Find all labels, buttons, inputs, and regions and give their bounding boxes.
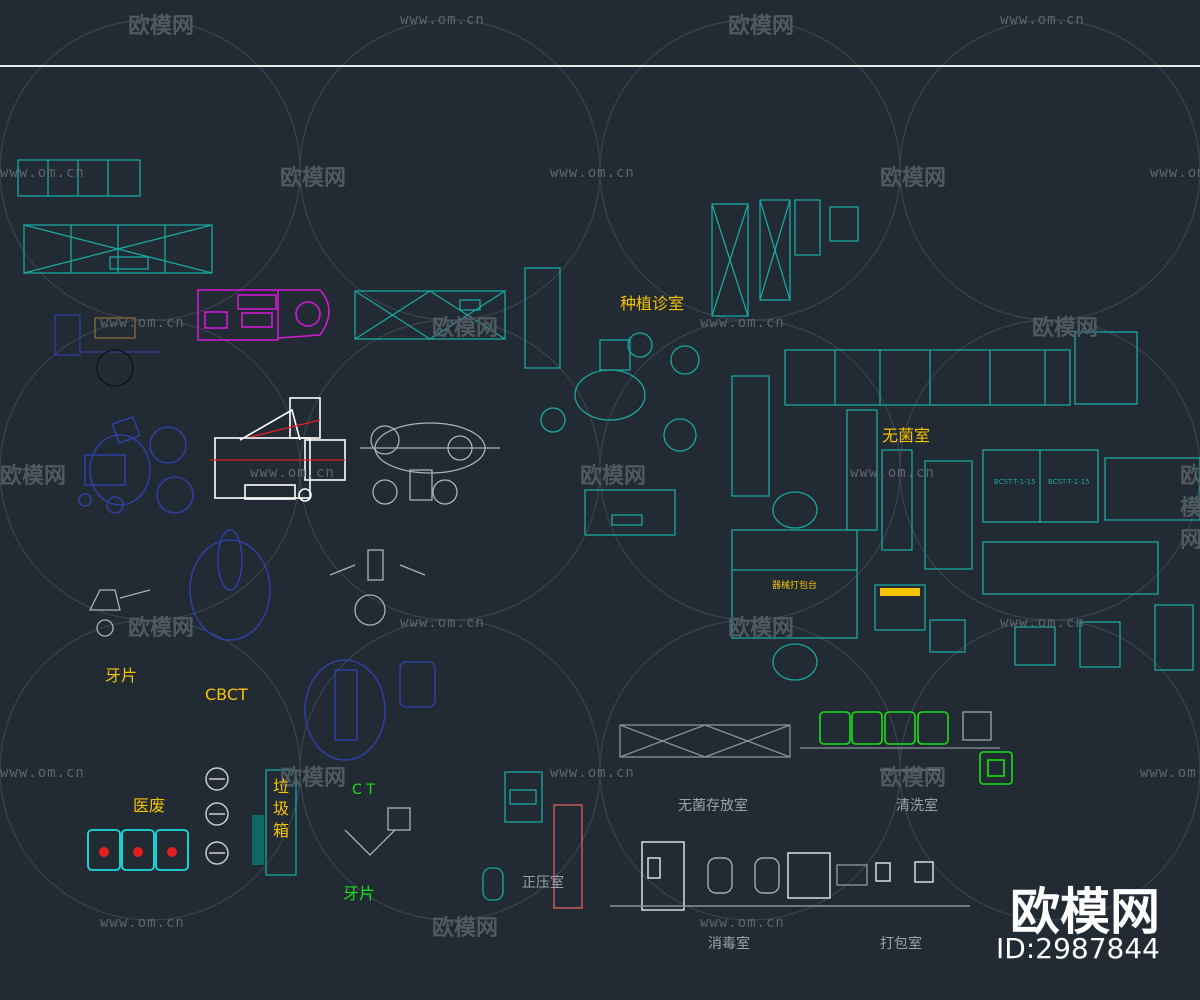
watermark-url: www.om.cn [850,465,935,481]
label-xray-left: 牙片 [105,666,138,685]
watermark-logo: 欧模网 [880,766,947,791]
biohazard-marks [99,847,177,857]
watermark-url: www.om.cn [700,315,785,331]
label-cbct: CBCT [205,685,248,704]
watermark-logo: 欧模网 [728,616,795,641]
label-disinfection-room: 消毒室 [708,936,750,952]
red-axis-line-2 [249,419,321,438]
label-packing-room: 打包室 [880,936,922,952]
garbage-char: 垃 [272,777,289,796]
stool-black [94,317,136,387]
garbage-bin-box [265,769,297,876]
magenta-equipment [197,289,330,341]
watermark-logo: 欧模网 [1180,464,1200,553]
watermark-url: www.om.cn [1140,765,1200,781]
cbct-machine [189,529,436,761]
watermark-url: www.om.cn [1150,165,1200,181]
label-garbage-bin: 垃 圾 箱 [272,776,290,842]
watermark-logo: 欧模网 [880,166,947,191]
brand-name: 欧模网 [1010,883,1160,941]
sterile-room-cabinets [711,199,1200,681]
sterile-storage-rack [619,724,1000,771]
dental-chair-gray [360,422,500,505]
yellow-panel [880,588,920,596]
watermark-url: www.om.cn [400,12,485,28]
garbage-char: 圾 [272,799,289,818]
label-positive-pressure: 正压室 [522,875,564,891]
watermark-logo: 欧模网 [728,14,795,39]
watermark-url: www.om.cn [550,765,635,781]
watermark-logo: 欧模网 [1032,316,1099,341]
watermark-url: www.om.cn [550,165,635,181]
label-cabinet-code-a: BCST-T-1-15 [994,478,1036,486]
watermark-url: www.om.cn [400,615,485,631]
round-waste-bins [205,767,229,865]
label-sterile-room: 无菌室 [882,426,931,445]
label-sterile-storage: 无菌存放室 [678,798,748,814]
disinfection-equipment [610,841,970,911]
watermark-url: www.om.cn [1000,12,1085,28]
label-ct: C T [352,782,375,798]
watermark-logo: 欧模网 [128,14,195,39]
label-cabinet-code-b: BCST-T-1-15 [1048,478,1090,486]
green-sink-units [819,711,1013,785]
watermark-url: www.om.cn [1000,615,1085,631]
positive-pressure-units [482,771,543,901]
medical-waste-bins [87,829,189,871]
watermark-logo: 欧模网 [280,166,347,191]
dental-chair-blue [78,415,194,514]
label-medical-waste: 医废 [133,796,166,815]
long-cabinet-top [354,290,506,340]
watermark-logo: 欧模网 [432,316,499,341]
label-dry-bar: 器械打包台 [772,581,818,591]
garbage-bin-fill [252,815,264,865]
watermark-logo: 欧模网 [128,616,195,641]
watermark-url: www.om.cn [0,765,85,781]
watermark-logo: 欧模网 [432,916,499,941]
watermark-logo: 欧模网 [580,464,647,489]
watermark-url: www.om.cn [100,315,185,331]
label-xray-bottom: 牙片 [343,884,376,903]
garbage-char: 箱 [272,821,289,840]
watermark-circle-pattern [0,19,1200,921]
label-implant-room: 种植诊室 [620,294,685,313]
watermark-url: www.om.cn [0,165,85,181]
implant-chair [524,267,700,536]
label-cleaning-room: 清洗室 [896,798,938,814]
brand-id: ID:2987844 [996,932,1160,965]
watermark-url: www.om.cn [100,915,185,931]
watermark-logo: 欧模网 [0,464,67,489]
top-left-cabinets [17,159,213,274]
dental-chair-white [214,397,346,502]
positive-pressure-shelf [553,804,583,909]
xray-arm [88,549,426,856]
dental-chair-small [54,314,160,356]
watermark-url: www.om.cn [250,465,335,481]
sink-box-gray [962,711,992,741]
watermark-logo: 欧模网 [280,766,347,791]
watermark-url: www.om.cn [700,915,785,931]
